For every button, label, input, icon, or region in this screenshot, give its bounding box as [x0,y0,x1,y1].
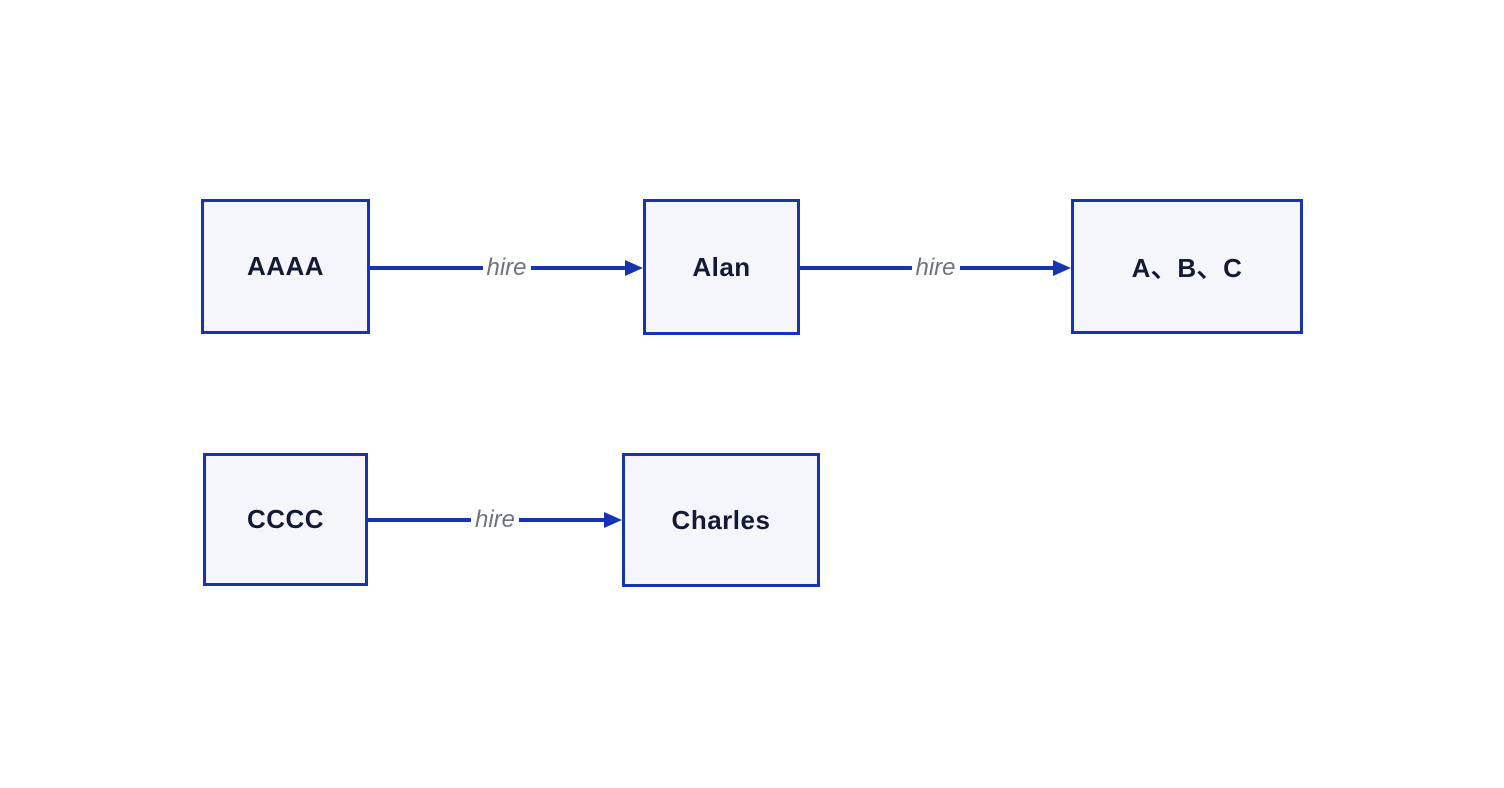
node-cccc-label: CCCC [246,504,325,534]
node-aaaa-label: AAAA [246,251,325,281]
arrowhead-icon [604,512,622,528]
arrowhead-icon [1053,260,1071,276]
edge-aaaa-to-alan-label: hire [482,253,531,283]
node-charles: Charles [622,453,820,587]
edge-alan-to-a-b-c-label: hire [911,253,960,283]
node-a-b-c-label: A、B、C [1131,253,1243,283]
arrowhead-icon [625,260,643,276]
node-charles-label: Charles [671,504,771,535]
node-alan: Alan [643,199,800,335]
node-aaaa: AAAA [201,199,370,334]
node-cccc: CCCC [203,453,368,586]
node-a-b-c: A、B、C [1071,199,1303,334]
node-alan-label: Alan [692,251,751,282]
edge-cccc-to-charles-label: hire [470,505,520,535]
